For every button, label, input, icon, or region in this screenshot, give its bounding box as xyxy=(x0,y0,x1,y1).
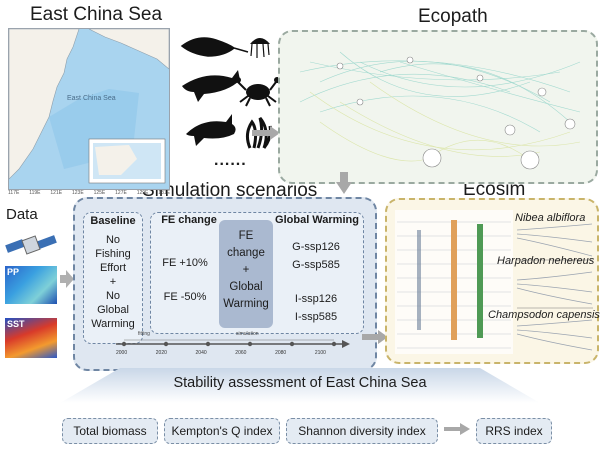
gw-scenario: I-ssp585 xyxy=(294,311,338,323)
lon-tick: 125E xyxy=(93,190,106,196)
arrow-to-ecopath xyxy=(252,126,280,140)
crab-icon xyxy=(235,77,278,107)
timeline-year: 2040 xyxy=(195,350,207,356)
timeline-year: 2000 xyxy=(116,350,128,356)
lon-tick: 131E xyxy=(158,190,170,196)
fe-warm-line: change xyxy=(227,247,265,259)
timeline xyxy=(116,339,350,348)
title-ecopath: Ecopath xyxy=(418,6,488,27)
map-sea-label: East China Sea xyxy=(67,95,116,102)
shark-icon xyxy=(182,70,240,102)
gw-scenario: I-ssp126 xyxy=(294,293,338,305)
timeline-year: 2020 xyxy=(155,350,167,356)
global-warming-header: Global Warming xyxy=(275,214,359,226)
fe-warm-text: FE change + Global Warming xyxy=(219,228,273,313)
lon-tick: 123E xyxy=(71,190,84,196)
baseline-line: No xyxy=(105,290,121,302)
pp-data-image: PP xyxy=(5,266,57,304)
arrow-to-rrs xyxy=(444,423,470,435)
fe-change-header: FE change xyxy=(161,214,217,226)
species-more-ellipsis: ...... xyxy=(214,152,247,169)
baseline-line: Warming xyxy=(91,318,135,330)
ray-icon xyxy=(180,37,249,57)
gw-scenario: G-ssp126 xyxy=(292,241,340,253)
ecopath-food-web xyxy=(299,51,581,170)
baseline-line: No xyxy=(105,234,121,246)
satellite-icon xyxy=(5,235,57,255)
baseline-line: Global xyxy=(97,304,129,316)
fe-change-item: FE +10% xyxy=(162,257,208,269)
sst-data-image: SST xyxy=(5,318,57,358)
timeline-year: 2080 xyxy=(275,350,287,356)
arrow-data-to-sim xyxy=(60,270,74,288)
timeline-year: 2100 xyxy=(314,350,326,356)
fe-warm-line: Warming xyxy=(223,298,269,310)
lon-tick: 127E xyxy=(115,190,127,196)
index-rrs: RRS index xyxy=(476,418,552,444)
dolphin-icon xyxy=(186,114,236,146)
ecopath-panel xyxy=(278,30,598,184)
ecosim-table-graphic xyxy=(395,210,593,354)
index-kempton-q: Kempton's Q index xyxy=(164,418,280,444)
ecosim-species-label: Champsodon capensis xyxy=(488,309,600,321)
baseline-text: No Fishing Effort + No Global Warming xyxy=(84,233,142,331)
stability-band xyxy=(60,368,540,403)
title-east-china-sea: East China Sea xyxy=(30,4,163,25)
arrow-to-ecosim xyxy=(362,330,388,344)
index-total-biomass: Total biomass xyxy=(62,418,158,444)
baseline-line: Effort xyxy=(99,262,127,274)
timeline-simulation-label: simulation xyxy=(236,331,259,337)
east-china-sea-map: East China Sea xyxy=(8,28,170,190)
ecosim-species-label: Harpadon nehereus xyxy=(497,255,595,267)
lon-tick: 129E xyxy=(136,190,149,196)
timeline-fitting-label: fitting xyxy=(138,331,150,337)
timeline-years: 2000 2020 2040 2060 2080 2100 xyxy=(116,350,326,356)
title-data: Data xyxy=(6,206,38,223)
baseline-line: + xyxy=(109,276,117,288)
fe-warm-line: Global xyxy=(229,281,263,293)
ecosim-panel xyxy=(385,198,599,364)
sst-label: SST xyxy=(7,319,25,329)
pp-label: PP xyxy=(7,267,20,277)
gw-scenario: G-ssp585 xyxy=(292,259,340,271)
index-shannon-diversity: Shannon diversity index xyxy=(286,418,438,444)
title-simulation-scenarios: Simulation scenarios xyxy=(142,180,318,201)
stability-title: Stability assessment of East China Sea xyxy=(173,375,427,391)
baseline-box: Baseline No Fishing Effort + No Global W… xyxy=(83,212,143,344)
ecosim-species-label: Nibea albiflora xyxy=(515,212,586,224)
jellyfish-icon xyxy=(250,38,270,58)
baseline-line: Fishing xyxy=(95,248,131,260)
lon-tick: 117E xyxy=(8,190,20,196)
lon-tick: 119E xyxy=(29,190,41,196)
map-graphic xyxy=(9,29,169,189)
arrow-down-to-sim xyxy=(336,172,352,194)
lon-tick: 121E xyxy=(50,190,63,196)
timeline-year: 2060 xyxy=(235,350,247,356)
fe-change-item: FE -50% xyxy=(163,291,207,303)
title-ecosim: Ecosim xyxy=(463,179,526,200)
fe-and-warming-box: FE change + Global Warming xyxy=(219,220,273,328)
baseline-header: Baseline xyxy=(90,215,136,227)
fe-warm-line: + xyxy=(242,264,250,276)
stability-band-shape xyxy=(60,368,540,403)
map-lon-axis: 117E 119E 121E 123E 125E 127E 129E 131E xyxy=(8,190,170,196)
fe-warm-line: FE xyxy=(238,230,254,242)
species-silhouettes xyxy=(180,37,278,149)
